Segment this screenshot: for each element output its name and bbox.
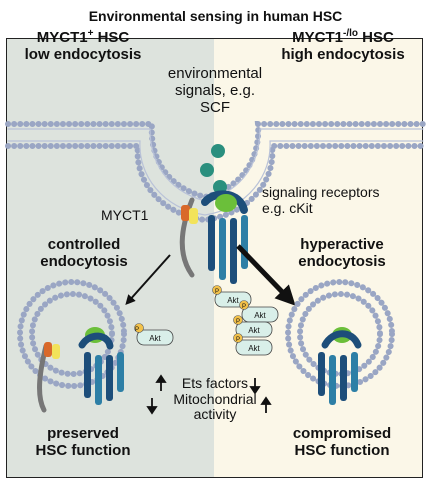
figure-title: Environmental sensing in human HSC xyxy=(88,8,343,24)
svg-text:P: P xyxy=(242,304,246,310)
environmental-signals-label: environmental signals, e.g. SCF xyxy=(167,65,263,116)
myct1-label: MYCT1 xyxy=(101,207,149,223)
svg-text:P: P xyxy=(236,319,240,325)
akt-label-left: Akt xyxy=(149,334,161,343)
akt-right-2: P Akt xyxy=(239,300,279,323)
svg-text:Akt: Akt xyxy=(248,344,260,353)
ets-mitochondrial-label: Ets factors Mitochondrial activity xyxy=(173,375,257,423)
svg-text:Akt: Akt xyxy=(227,296,239,305)
right-header: MYCT1-/lo HSC high endocytosis xyxy=(281,28,405,63)
myct1-protein-top xyxy=(179,197,198,278)
arrow-controlled xyxy=(125,254,171,305)
compromised-function-label: compromised HSC function xyxy=(292,425,392,459)
controlled-endocytosis-label: controlled endocytosis xyxy=(40,236,128,270)
hyperactive-endocytosis-label: hyperactive endocytosis xyxy=(298,236,386,270)
signaling-receptor-top xyxy=(201,190,248,284)
arrow-hyperactive xyxy=(236,244,296,306)
svg-text:P: P xyxy=(236,337,240,343)
regulation-arrows xyxy=(146,374,272,415)
preserved-function-label: preserved HSC function xyxy=(35,425,131,459)
svg-text:P: P xyxy=(215,289,219,295)
svg-text:Akt: Akt xyxy=(248,326,260,335)
akt-left: P Akt xyxy=(134,323,174,346)
scf-ligands xyxy=(200,144,227,194)
left-header: MYCT1+ HSC low endocytosis xyxy=(24,28,142,63)
signaling-receptors-label: signaling receptors e.g. cKit xyxy=(262,184,380,216)
akt-phospho-label-left: P xyxy=(135,327,139,333)
right-endosome xyxy=(285,279,395,405)
akt-right-4: P Akt xyxy=(233,333,273,356)
left-endosome xyxy=(17,279,127,413)
svg-text:Akt: Akt xyxy=(254,311,266,320)
akt-right-3: P Akt xyxy=(233,315,273,338)
